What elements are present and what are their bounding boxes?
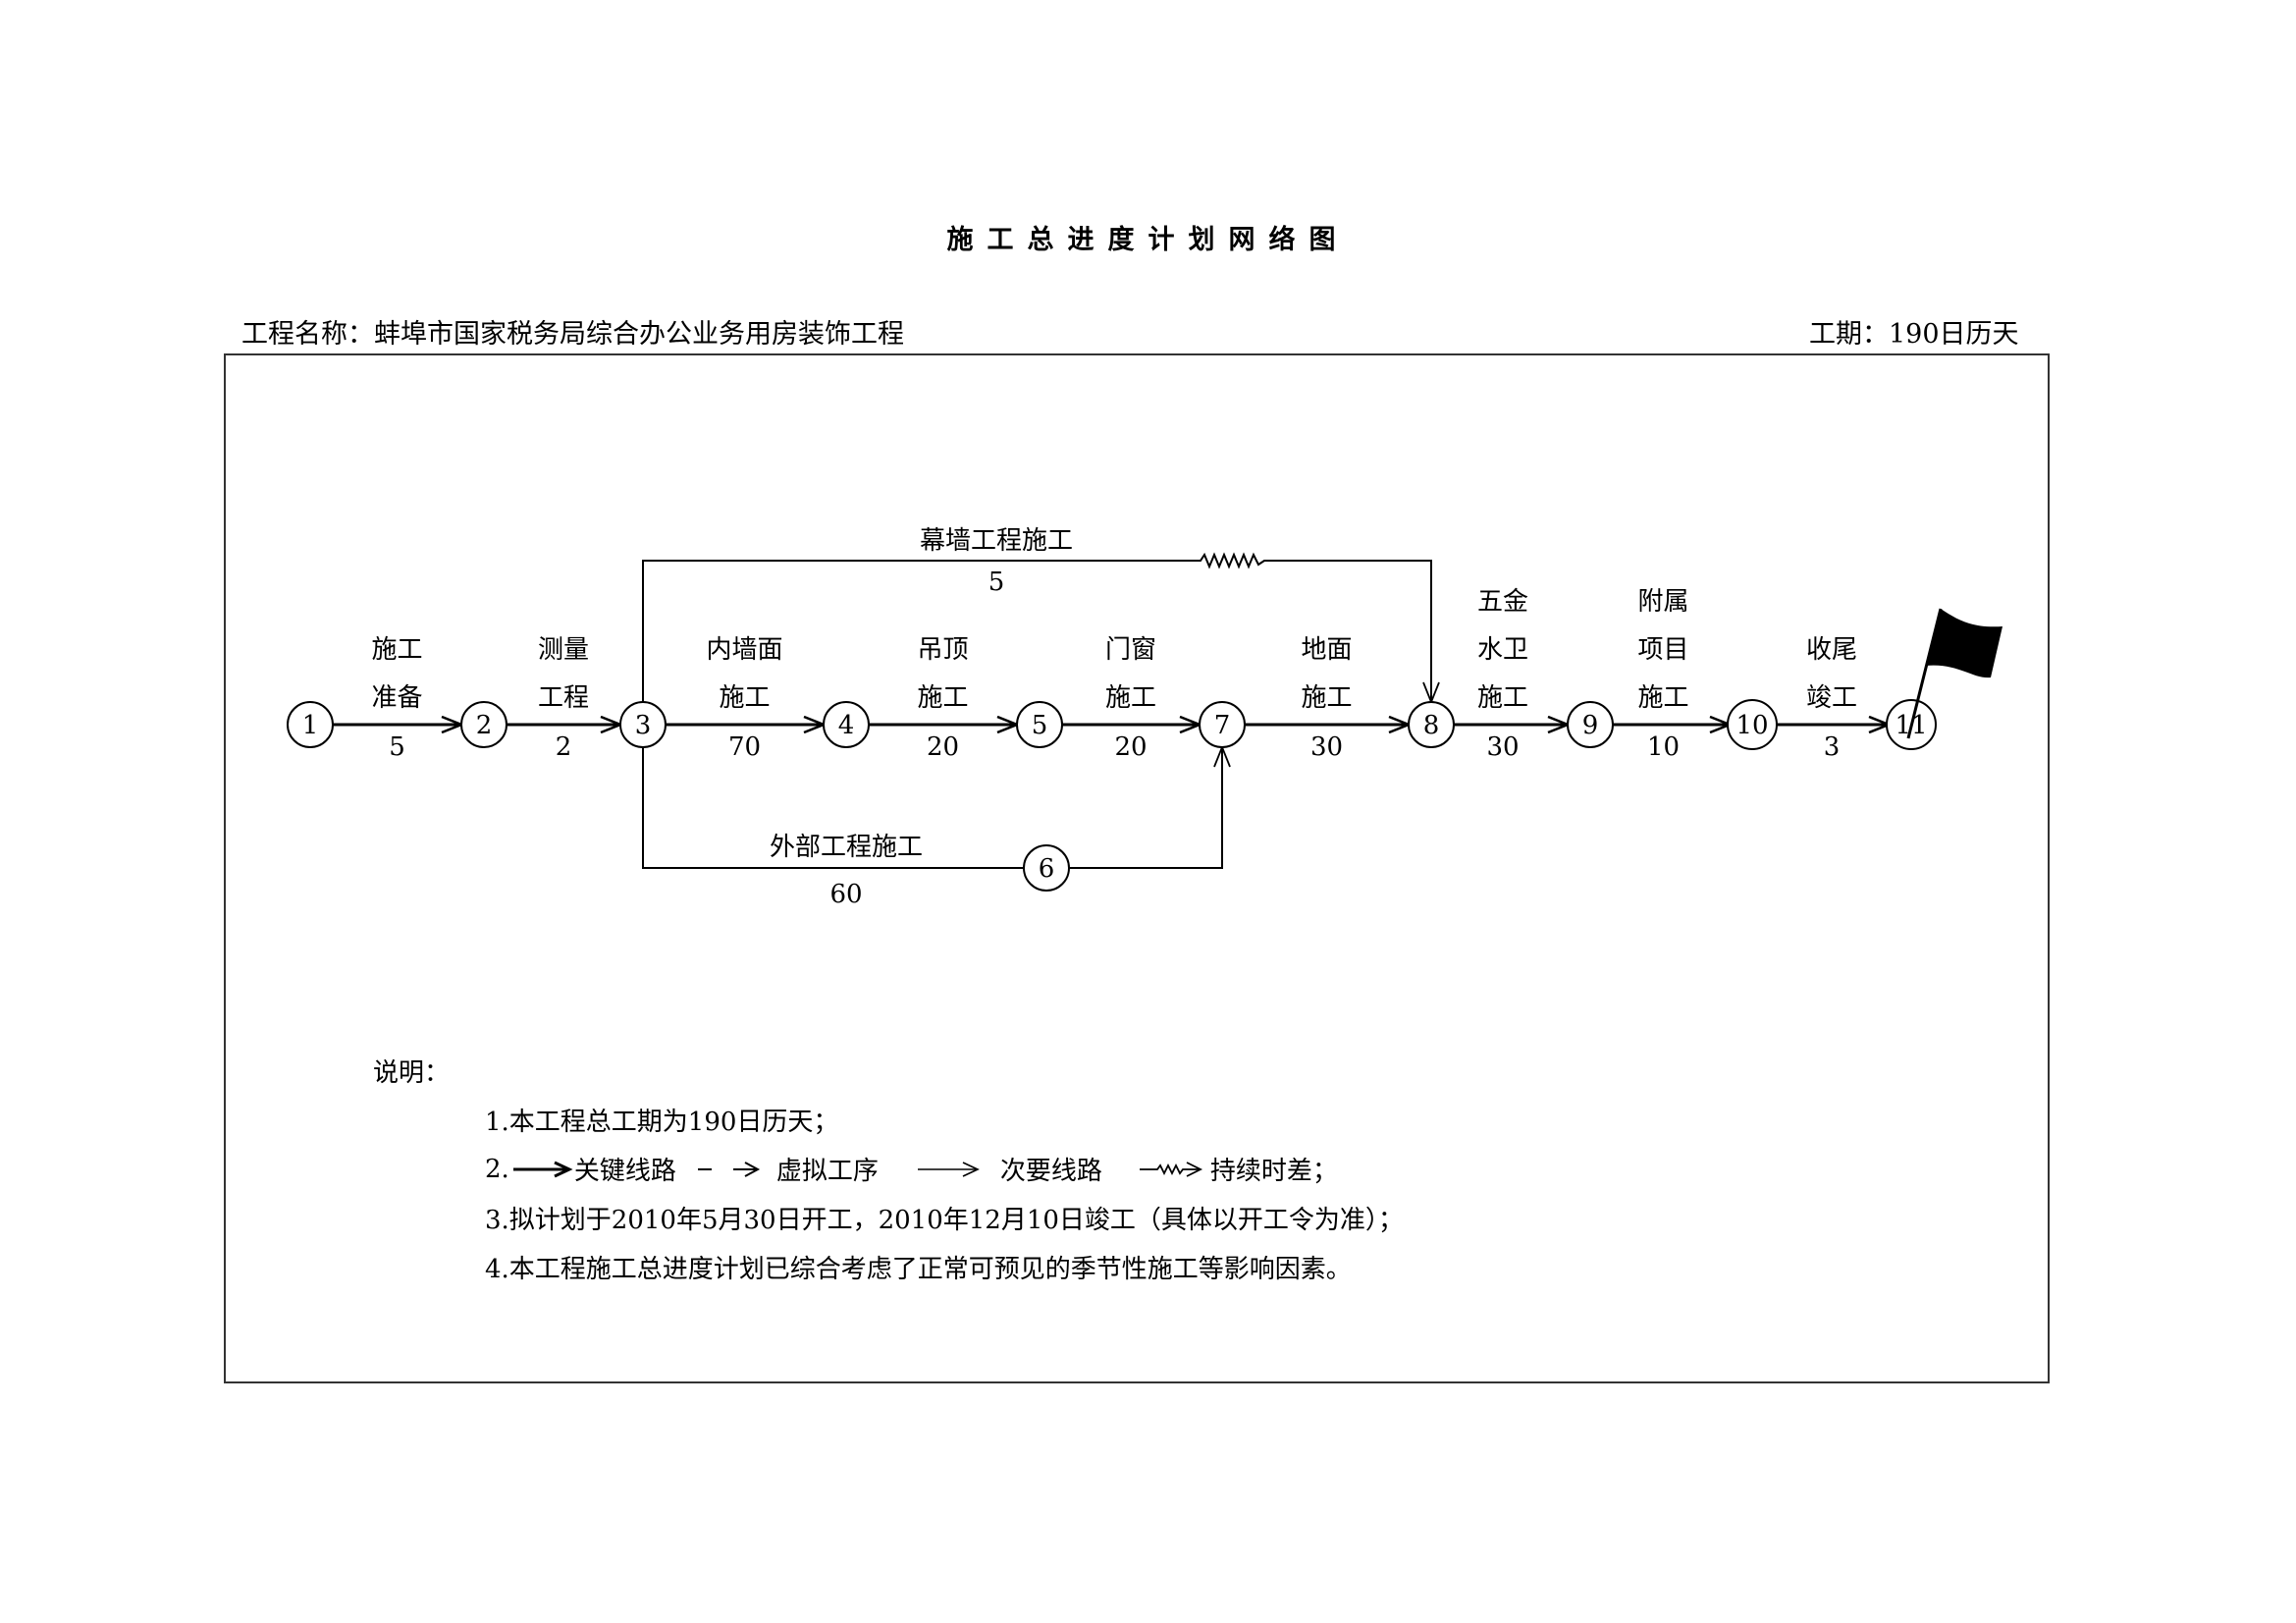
legend-secondary: 次要线路 xyxy=(999,1157,1102,1186)
note-item: 3.拟计划于2010年5月30日开工，2010年12月10日竣工（具体以开工令为… xyxy=(485,1206,1404,1235)
dummy-arrow-icon xyxy=(697,1161,760,1177)
event-node: 5 xyxy=(1016,701,1063,748)
activity-name: 施工 xyxy=(371,635,422,665)
activity-duration: 30 xyxy=(1486,732,1519,762)
activity-duration: 30 xyxy=(1310,732,1343,762)
node-number: 7 xyxy=(1214,711,1231,740)
activity-duration: 70 xyxy=(728,732,761,762)
flag-icon xyxy=(1906,608,2002,739)
legend-prefix: 2. xyxy=(485,1154,509,1184)
node-number: 6 xyxy=(1039,854,1055,884)
legend-critical: 关键线路 xyxy=(573,1157,676,1186)
event-node: 2 xyxy=(460,701,507,748)
secondary-arrow xyxy=(1069,747,1222,869)
note-item: 4.本工程施工总进度计划已综合考虑了正常可预见的季节性施工等影响因素。 xyxy=(485,1255,1352,1284)
legend-dummy: 虚拟工序 xyxy=(775,1157,879,1186)
activity-name: 内墙面 xyxy=(706,635,782,665)
activity-name: 施工 xyxy=(1477,683,1528,713)
node-number: 10 xyxy=(1735,711,1768,740)
secondary-arrow-with-float xyxy=(642,552,1431,702)
event-node: 7 xyxy=(1199,701,1246,748)
node-number: 5 xyxy=(1032,711,1048,740)
activity-duration: 2 xyxy=(556,732,572,762)
node-number: 9 xyxy=(1582,711,1599,740)
event-node: 10 xyxy=(1727,699,1778,750)
event-node: 1 xyxy=(287,701,334,748)
construction-period: 工期：190日历天 xyxy=(1809,319,2019,350)
float-arrow-icon xyxy=(1139,1161,1202,1177)
activity-duration: 5 xyxy=(988,568,1005,597)
project-name: 工程名称：蚌埠市国家税务局综合办公业务用房装饰工程 xyxy=(241,319,904,350)
activity-name: 工程 xyxy=(538,683,589,713)
activity-name: 外部工程施工 xyxy=(770,833,923,862)
event-nodes: 1234567891011 xyxy=(287,699,1937,892)
event-node: 9 xyxy=(1567,701,1614,748)
activity-name: 吊顶 xyxy=(917,635,968,665)
node-number: 3 xyxy=(635,711,652,740)
activity-name: 门窗 xyxy=(1105,635,1156,665)
activity-name: 五金 xyxy=(1477,587,1528,617)
node-number: 1 xyxy=(302,711,319,740)
activity-duration: 60 xyxy=(829,880,862,909)
node-number: 8 xyxy=(1423,711,1440,740)
node-number: 4 xyxy=(838,711,855,740)
activity-duration: 3 xyxy=(1824,732,1841,762)
event-node: 8 xyxy=(1408,701,1455,748)
secondary-arrow xyxy=(642,747,1024,869)
activity-name: 附属 xyxy=(1637,587,1688,617)
activity-labels: 施工准备5测量工程2内墙面施工70吊顶施工20门窗施工20地面施工30五金水卫施… xyxy=(371,526,1857,909)
activity-name: 项目 xyxy=(1637,635,1688,665)
activity-name: 准备 xyxy=(371,683,422,713)
event-node: 4 xyxy=(823,701,870,748)
activity-arrows xyxy=(333,552,1889,869)
activity-name: 施工 xyxy=(719,683,770,713)
activity-duration: 10 xyxy=(1647,732,1680,762)
activity-name: 收尾 xyxy=(1806,635,1857,665)
legend-float: 持续时差； xyxy=(1209,1157,1338,1186)
activity-duration: 20 xyxy=(927,732,959,762)
event-node: 6 xyxy=(1023,844,1070,892)
activity-name: 地面 xyxy=(1301,635,1352,665)
secondary-arrow-icon xyxy=(917,1161,980,1177)
activity-name: 施工 xyxy=(1105,683,1156,713)
critical-arrow-icon xyxy=(512,1161,573,1177)
notes-title: 说明： xyxy=(373,1058,451,1088)
activity-name: 测量 xyxy=(538,635,589,665)
page-title: 施工总进度计划网络图 xyxy=(946,225,1350,255)
note-item: 1.本工程总工期为190日历天； xyxy=(485,1108,839,1137)
activity-name: 施工 xyxy=(917,683,968,713)
activity-name: 幕墙工程施工 xyxy=(920,526,1073,556)
node-number: 2 xyxy=(476,711,493,740)
activity-name: 竣工 xyxy=(1806,683,1857,713)
activity-name: 水卫 xyxy=(1477,635,1528,665)
legend-row: 2. 关键线路 虚拟工序 次要线路 持续时差； xyxy=(485,1151,1338,1187)
activity-name: 施工 xyxy=(1301,683,1352,713)
event-node: 3 xyxy=(619,701,667,748)
activity-duration: 5 xyxy=(389,732,405,762)
activity-duration: 20 xyxy=(1114,732,1147,762)
diagram-frame xyxy=(224,353,2050,1383)
activity-name: 施工 xyxy=(1637,683,1688,713)
